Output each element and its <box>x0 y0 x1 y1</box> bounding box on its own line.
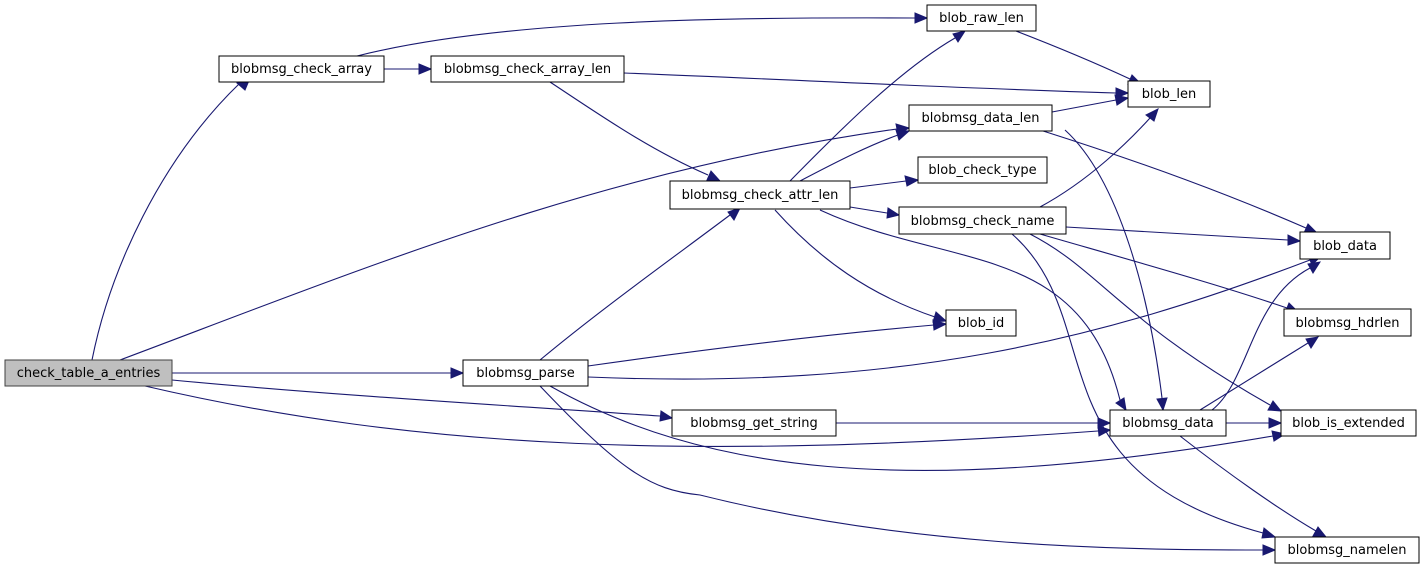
edge-check_table_a_entries-blobmsg_get_string <box>171 379 674 422</box>
edge-blobmsg_data-blob_is_extended <box>1226 417 1283 429</box>
edge-blobmsg_parse-blob_id <box>587 319 948 367</box>
svg-text:blob_is_extended: blob_is_extended <box>1292 416 1405 431</box>
edge-check_table_a_entries-blobmsg_data <box>144 385 1112 448</box>
edge-blobmsg_data_len-blobmsg_data <box>1064 129 1168 412</box>
edges-layer <box>91 12 1328 556</box>
svg-text:blobmsg_hdrlen: blobmsg_hdrlen <box>1296 316 1400 331</box>
edge-blobmsg_data_len-blob_data <box>1039 129 1319 234</box>
node-blobmsg_check_array_len[interactable]: blobmsg_check_array_len <box>430 55 625 83</box>
edge-blobmsg_data_len-blob_len <box>1051 94 1130 113</box>
edge-blobmsg_check_array-blobmsg_check_array_len <box>384 63 433 75</box>
edge-blobmsg_check_name-blobmsg_hdrlen <box>1039 233 1300 314</box>
node-blobmsg_hdrlen[interactable]: blobmsg_hdrlen <box>1283 308 1412 337</box>
node-blobmsg_check_array[interactable]: blobmsg_check_array <box>218 55 385 83</box>
edge-check_table_a_entries-blobmsg_data_len <box>119 123 911 361</box>
svg-text:blobmsg_data_len: blobmsg_data_len <box>922 111 1040 126</box>
edge-blobmsg_check_name-blobmsg_namelen <box>1011 233 1277 539</box>
edge-blobmsg_check_array_len-blobmsg_check_attr_len <box>549 81 722 182</box>
edge-blobmsg_check_name-blob_data <box>1065 226 1302 246</box>
edge-check_table_a_entries-blobmsg_parse <box>172 367 465 379</box>
node-blob_check_type[interactable]: blob_check_type <box>917 156 1048 184</box>
node-blob_len[interactable]: blob_len <box>1127 80 1211 108</box>
node-blobmsg_check_name[interactable]: blobmsg_check_name <box>898 206 1067 235</box>
svg-text:blobmsg_data: blobmsg_data <box>1122 416 1214 431</box>
edge-blobmsg_parse-blobmsg_check_attr_len <box>539 207 741 361</box>
nodes-layer: check_table_a_entries blobmsg_check_arra… <box>4 4 1420 564</box>
node-blob_id[interactable]: blob_id <box>945 309 1017 337</box>
svg-text:blob_id: blob_id <box>958 316 1004 331</box>
edge-blobmsg_check_attr_len-blobmsg_data <box>819 209 1127 412</box>
edge-blobmsg_check_array_len-blob_len <box>623 72 1130 99</box>
node-blob_raw_len[interactable]: blob_raw_len <box>926 4 1037 32</box>
node-blob_is_extended[interactable]: blob_is_extended <box>1280 409 1417 437</box>
svg-text:blobmsg_parse: blobmsg_parse <box>476 366 575 381</box>
node-blob_data[interactable]: blob_data <box>1299 231 1391 260</box>
svg-text:blobmsg_check_array_len: blobmsg_check_array_len <box>444 62 611 77</box>
node-blobmsg_get_string[interactable]: blobmsg_get_string <box>671 409 837 437</box>
edge-blobmsg_check_attr_len-blobmsg_data_len <box>799 129 911 182</box>
node-blobmsg_data_len[interactable]: blobmsg_data_len <box>908 104 1053 132</box>
edge-blobmsg_data-blobmsg_namelen <box>1179 435 1328 538</box>
edge-blobmsg_check_name-blob_len <box>1039 108 1159 208</box>
edge-blobmsg_data-blobmsg_hdrlen <box>1199 336 1320 411</box>
svg-text:blobmsg_get_string: blobmsg_get_string <box>690 416 817 431</box>
node-blobmsg_parse[interactable]: blobmsg_parse <box>462 359 589 387</box>
svg-text:blobmsg_check_array: blobmsg_check_array <box>231 62 372 77</box>
svg-text:blobmsg_check_attr_len: blobmsg_check_attr_len <box>682 188 839 203</box>
edge-blobmsg_check_attr_len-blob_check_type <box>849 175 920 189</box>
edge-blobmsg_data-blob_data <box>1211 261 1322 411</box>
svg-text:blobmsg_check_name: blobmsg_check_name <box>911 214 1055 229</box>
node-check_table_a_entries[interactable]: check_table_a_entries <box>4 359 173 387</box>
svg-text:blob_data: blob_data <box>1313 239 1377 254</box>
node-blobmsg_check_attr_len[interactable]: blobmsg_check_attr_len <box>669 180 851 210</box>
svg-text:blob_raw_len: blob_raw_len <box>939 11 1024 26</box>
svg-text:blob_check_type: blob_check_type <box>928 163 1036 178</box>
edge-blobmsg_get_string-blobmsg_data <box>836 417 1112 429</box>
edge-check_table_a_entries-blobmsg_check_array <box>91 77 251 361</box>
edge-blobmsg_check_name-blob_is_extended <box>1029 233 1283 412</box>
edge-blob_raw_len-blob_len <box>1015 30 1143 85</box>
edge-blobmsg_parse-blobmsg_namelen <box>539 385 1277 556</box>
svg-text:blobmsg_namelen: blobmsg_namelen <box>1288 543 1407 558</box>
edge-blobmsg_check_array-blob_raw_len <box>356 12 929 57</box>
node-blobmsg_data[interactable]: blobmsg_data <box>1109 409 1227 437</box>
node-blobmsg_namelen[interactable]: blobmsg_namelen <box>1274 536 1420 564</box>
edge-blobmsg_check_attr_len-blob_raw_len <box>789 30 967 182</box>
edge-blobmsg_check_attr_len-blobmsg_check_name <box>849 206 901 219</box>
svg-text:blob_len: blob_len <box>1142 87 1196 102</box>
svg-text:check_table_a_entries: check_table_a_entries <box>17 366 161 381</box>
